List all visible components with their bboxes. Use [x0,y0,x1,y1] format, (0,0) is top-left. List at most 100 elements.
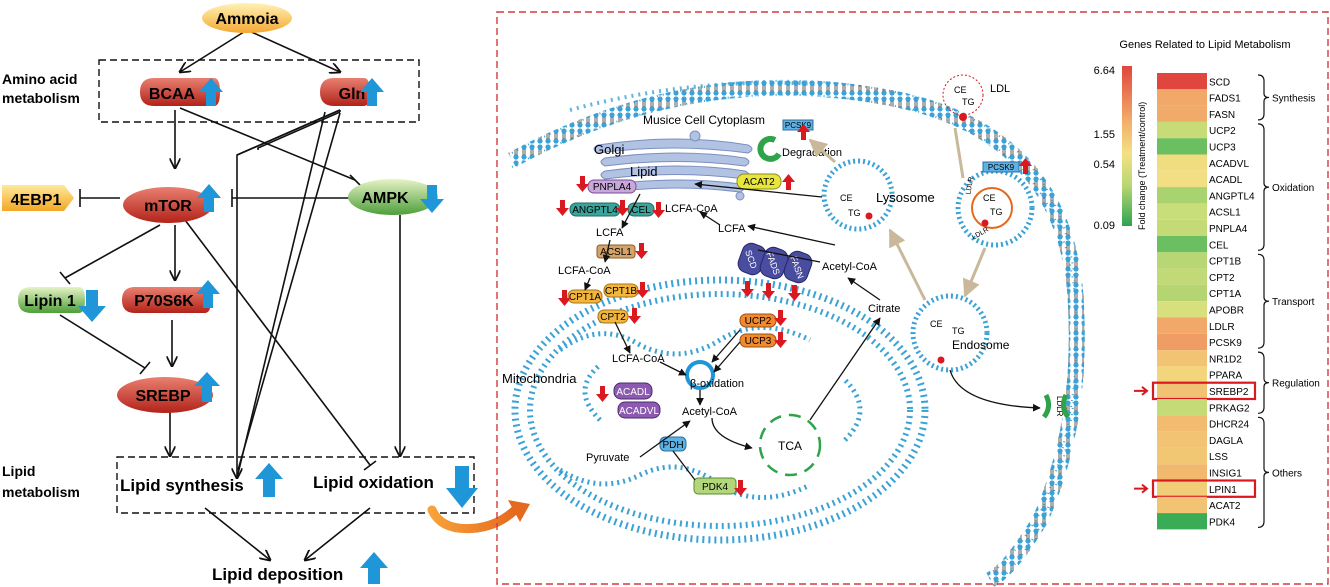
enzyme-cpt1b: CPT1B [603,283,639,298]
heatmap-gene-label: PNPLA4 [1209,224,1248,235]
enzyme-angptl4: ANGPTL4 [569,202,621,217]
enzyme-ucp3: UCP3 [739,333,777,348]
ampk-down-arrow [420,185,444,213]
heatmap-cell-srebp2 [1157,382,1207,399]
heatmap-gene-label: LDLR [1209,322,1235,333]
svg-text:UCP2: UCP2 [745,316,772,327]
group-label: Transport [1272,297,1315,308]
svg-text:ACADVL: ACADVL [619,406,659,417]
lipin1-label: Lipin 1 [24,293,76,310]
node-srebp: SREBP [117,377,213,413]
transition-arrow [427,505,520,534]
lipin1-down-arrow [78,290,106,322]
enzyme-cpt2: CPT2 [597,309,629,324]
color-scale-bar [1122,66,1132,226]
heatmap-gene-label: APOBR [1209,306,1244,317]
group-bracket [1257,74,1270,121]
node-mtor: mTOR [123,187,213,223]
lipid-deposition-label: Lipid deposition [212,565,343,584]
heatmap-cell-angptl4 [1157,187,1207,204]
golgi-label: Golgi [594,142,624,157]
heatmap-gene-label: ANGPTL4 [1209,191,1255,202]
cell-panel-border [496,11,1329,585]
svg-text:CE: CE [840,193,853,203]
heatmap-gene-label: UCP3 [1209,143,1236,154]
heatmap-cell-fads1 [1157,89,1207,106]
ampk-label: AMPK [361,190,409,207]
heatmap-gene-label: LPIN1 [1209,485,1237,496]
svg-text:PDK4: PDK4 [702,482,729,493]
beta-oxidation-cycle [685,360,715,390]
lipid-metabolism-box [116,456,475,514]
heatmap-cell-acsl1 [1157,203,1207,220]
svg-text:ACADL: ACADL [616,387,650,398]
heatmap-gene-label: ACADVL [1209,159,1249,170]
svg-text:PDH: PDH [662,440,683,451]
enzyme-pcsk9-right: PCSK9 [982,161,1020,173]
mitochondria-label: Mitochondria [502,371,577,386]
lipid-oxidation-down-arrow [446,466,478,508]
heatmap-gene-label: LSS [1209,452,1228,463]
svg-text:CE: CE [983,193,996,203]
svg-text:CE: CE [954,85,967,95]
group-label: Others [1272,468,1302,479]
heatmap-cell-cel [1157,236,1207,253]
beta-oxidation-label: β-oxidation [690,378,744,390]
svg-text:PCSK9: PCSK9 [988,163,1015,172]
lipid-metabolism-label-1: Lipid [2,463,35,479]
enzyme-scd-fads-fasn: SCD FADS FASN [737,242,813,284]
enzyme-ucp2: UCP2 [739,313,777,328]
lcfa-label-2: LCFA [718,223,746,235]
heatmap-gene-label: ACSL1 [1209,208,1241,219]
svg-text:PCSK9: PCSK9 [785,121,812,130]
heatmap-cell-ppara [1157,366,1207,383]
heatmap-gene-label: ACAT2 [1209,501,1241,512]
heatmap-title: Genes Related to Lipid Metabolism [1119,39,1290,51]
mtor-up-arrow [197,184,221,212]
group-bracket [1257,253,1270,349]
enzyme-cpt1a: CPT1A [567,289,603,304]
heatmap-gene-label: INSIG1 [1209,469,1242,480]
svg-text:TG: TG [990,207,1003,217]
svg-text:CPT2: CPT2 [600,312,626,323]
heatmap-gene-label: SREBP2 [1209,387,1249,398]
ldl-label: LDL [990,83,1010,95]
gln-up-arrow [360,78,384,106]
heatmap-cell-pdk4 [1157,513,1207,530]
enzyme-acsl1: ACSL1 [596,244,636,259]
enzyme-pcsk9-top: PCSK9 [782,119,814,131]
heatmap-gene-label: CPT1B [1209,257,1242,268]
heatmap-cell-acadvl [1157,154,1207,171]
svg-text:TG: TG [962,97,975,107]
group-bracket [1257,123,1270,251]
heatmap-gene-label: DHCR24 [1209,420,1249,431]
node-bcaa: BCAA [140,78,220,106]
heatmap-gene-label: FASN [1209,110,1235,121]
p70s6k-label: P70S6K [134,293,194,310]
svg-text:TG: TG [952,326,965,336]
svg-text:LDLR: LDLR [965,176,975,195]
heatmap-cell-cpt1b [1157,252,1207,269]
svg-text:TG: TG [848,208,861,218]
bcaa-label: BCAA [149,86,196,103]
endosome [910,293,990,373]
heatmap-cell-ucp2 [1157,121,1207,139]
ldl-particle [942,74,984,116]
lipid-label: Lipid [630,164,657,179]
ldlr-membrane-label: LDLR [1055,396,1064,417]
enzyme-cel: CEL [627,202,655,217]
heatmap-gene-label: FADS1 [1209,94,1241,105]
group-label: Oxidation [1272,183,1314,194]
heatmap: Genes Related to Lipid Metabolism 6.64 1… [1094,39,1320,530]
svg-text:ACSL1: ACSL1 [600,247,632,258]
enzyme-acat2: ACAT2 [736,173,782,190]
lysosome [821,158,895,232]
scale-title: Fold change (Treatment/control) [1137,102,1147,230]
svg-text:UCP3: UCP3 [745,336,772,347]
scale-tick: 0.09 [1094,220,1115,232]
amino-acid-box [98,59,420,123]
heatmap-gene-label: ACADL [1209,175,1243,186]
scale-tick: 0.54 [1094,159,1115,171]
heatmap-cell-acadl [1157,170,1207,188]
